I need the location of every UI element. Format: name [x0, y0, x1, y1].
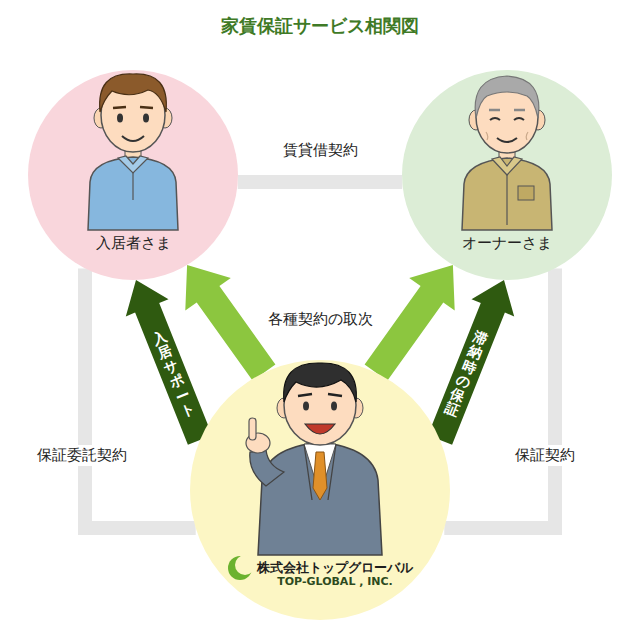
contract-label: 保証契約	[512, 445, 578, 466]
node-label: 入居者さま	[28, 234, 238, 253]
brows	[489, 109, 525, 112]
brows	[113, 107, 153, 108]
node-label: オーナーさま	[402, 234, 612, 253]
hair	[100, 74, 167, 112]
contract-line	[238, 175, 402, 189]
eye	[303, 402, 309, 411]
tenant-circle: 入居者さま	[28, 70, 238, 280]
circle-ground	[28, 70, 238, 280]
logo-mark-cut	[235, 555, 255, 575]
service-arrow	[428, 280, 514, 445]
mouth	[122, 136, 144, 141]
company-circle: 株式会社トップグローバルTOP-GLOBAL , INC.	[190, 360, 450, 620]
eye	[143, 114, 149, 123]
mouth	[305, 424, 335, 434]
service-arrow	[126, 280, 212, 445]
hair	[475, 76, 539, 118]
placket	[132, 173, 133, 200]
brows	[298, 394, 342, 396]
hair	[284, 363, 357, 402]
placket	[506, 175, 507, 225]
circle-ground	[190, 360, 450, 620]
lapels	[304, 444, 336, 500]
contract-label: 賃貸借契約	[283, 141, 358, 160]
shirt	[462, 158, 552, 230]
wrinkles	[486, 132, 528, 140]
free-label: 各種契約の取次	[268, 310, 373, 329]
contract-label: 保証委託契約	[34, 445, 130, 466]
mouth	[497, 138, 517, 142]
sleeve	[250, 450, 284, 486]
suit	[258, 442, 382, 555]
eye	[331, 402, 337, 411]
tie	[313, 452, 327, 500]
eyes	[490, 118, 524, 120]
mediation-arrow	[365, 265, 455, 381]
collar	[492, 157, 522, 175]
shirt	[88, 157, 178, 230]
owner-circle: オーナーさま	[402, 70, 612, 280]
circle-ground	[402, 70, 612, 280]
mediation-arrow	[185, 265, 275, 381]
collar	[118, 156, 148, 173]
diagram-title: 家賃保証サービス相関図	[0, 14, 640, 38]
eye	[117, 114, 123, 123]
node-label: 株式会社トップグローバル	[220, 559, 450, 577]
pocket	[518, 186, 534, 200]
finger	[249, 418, 256, 440]
node-label: TOP-GLOBAL , INC.	[220, 575, 450, 588]
